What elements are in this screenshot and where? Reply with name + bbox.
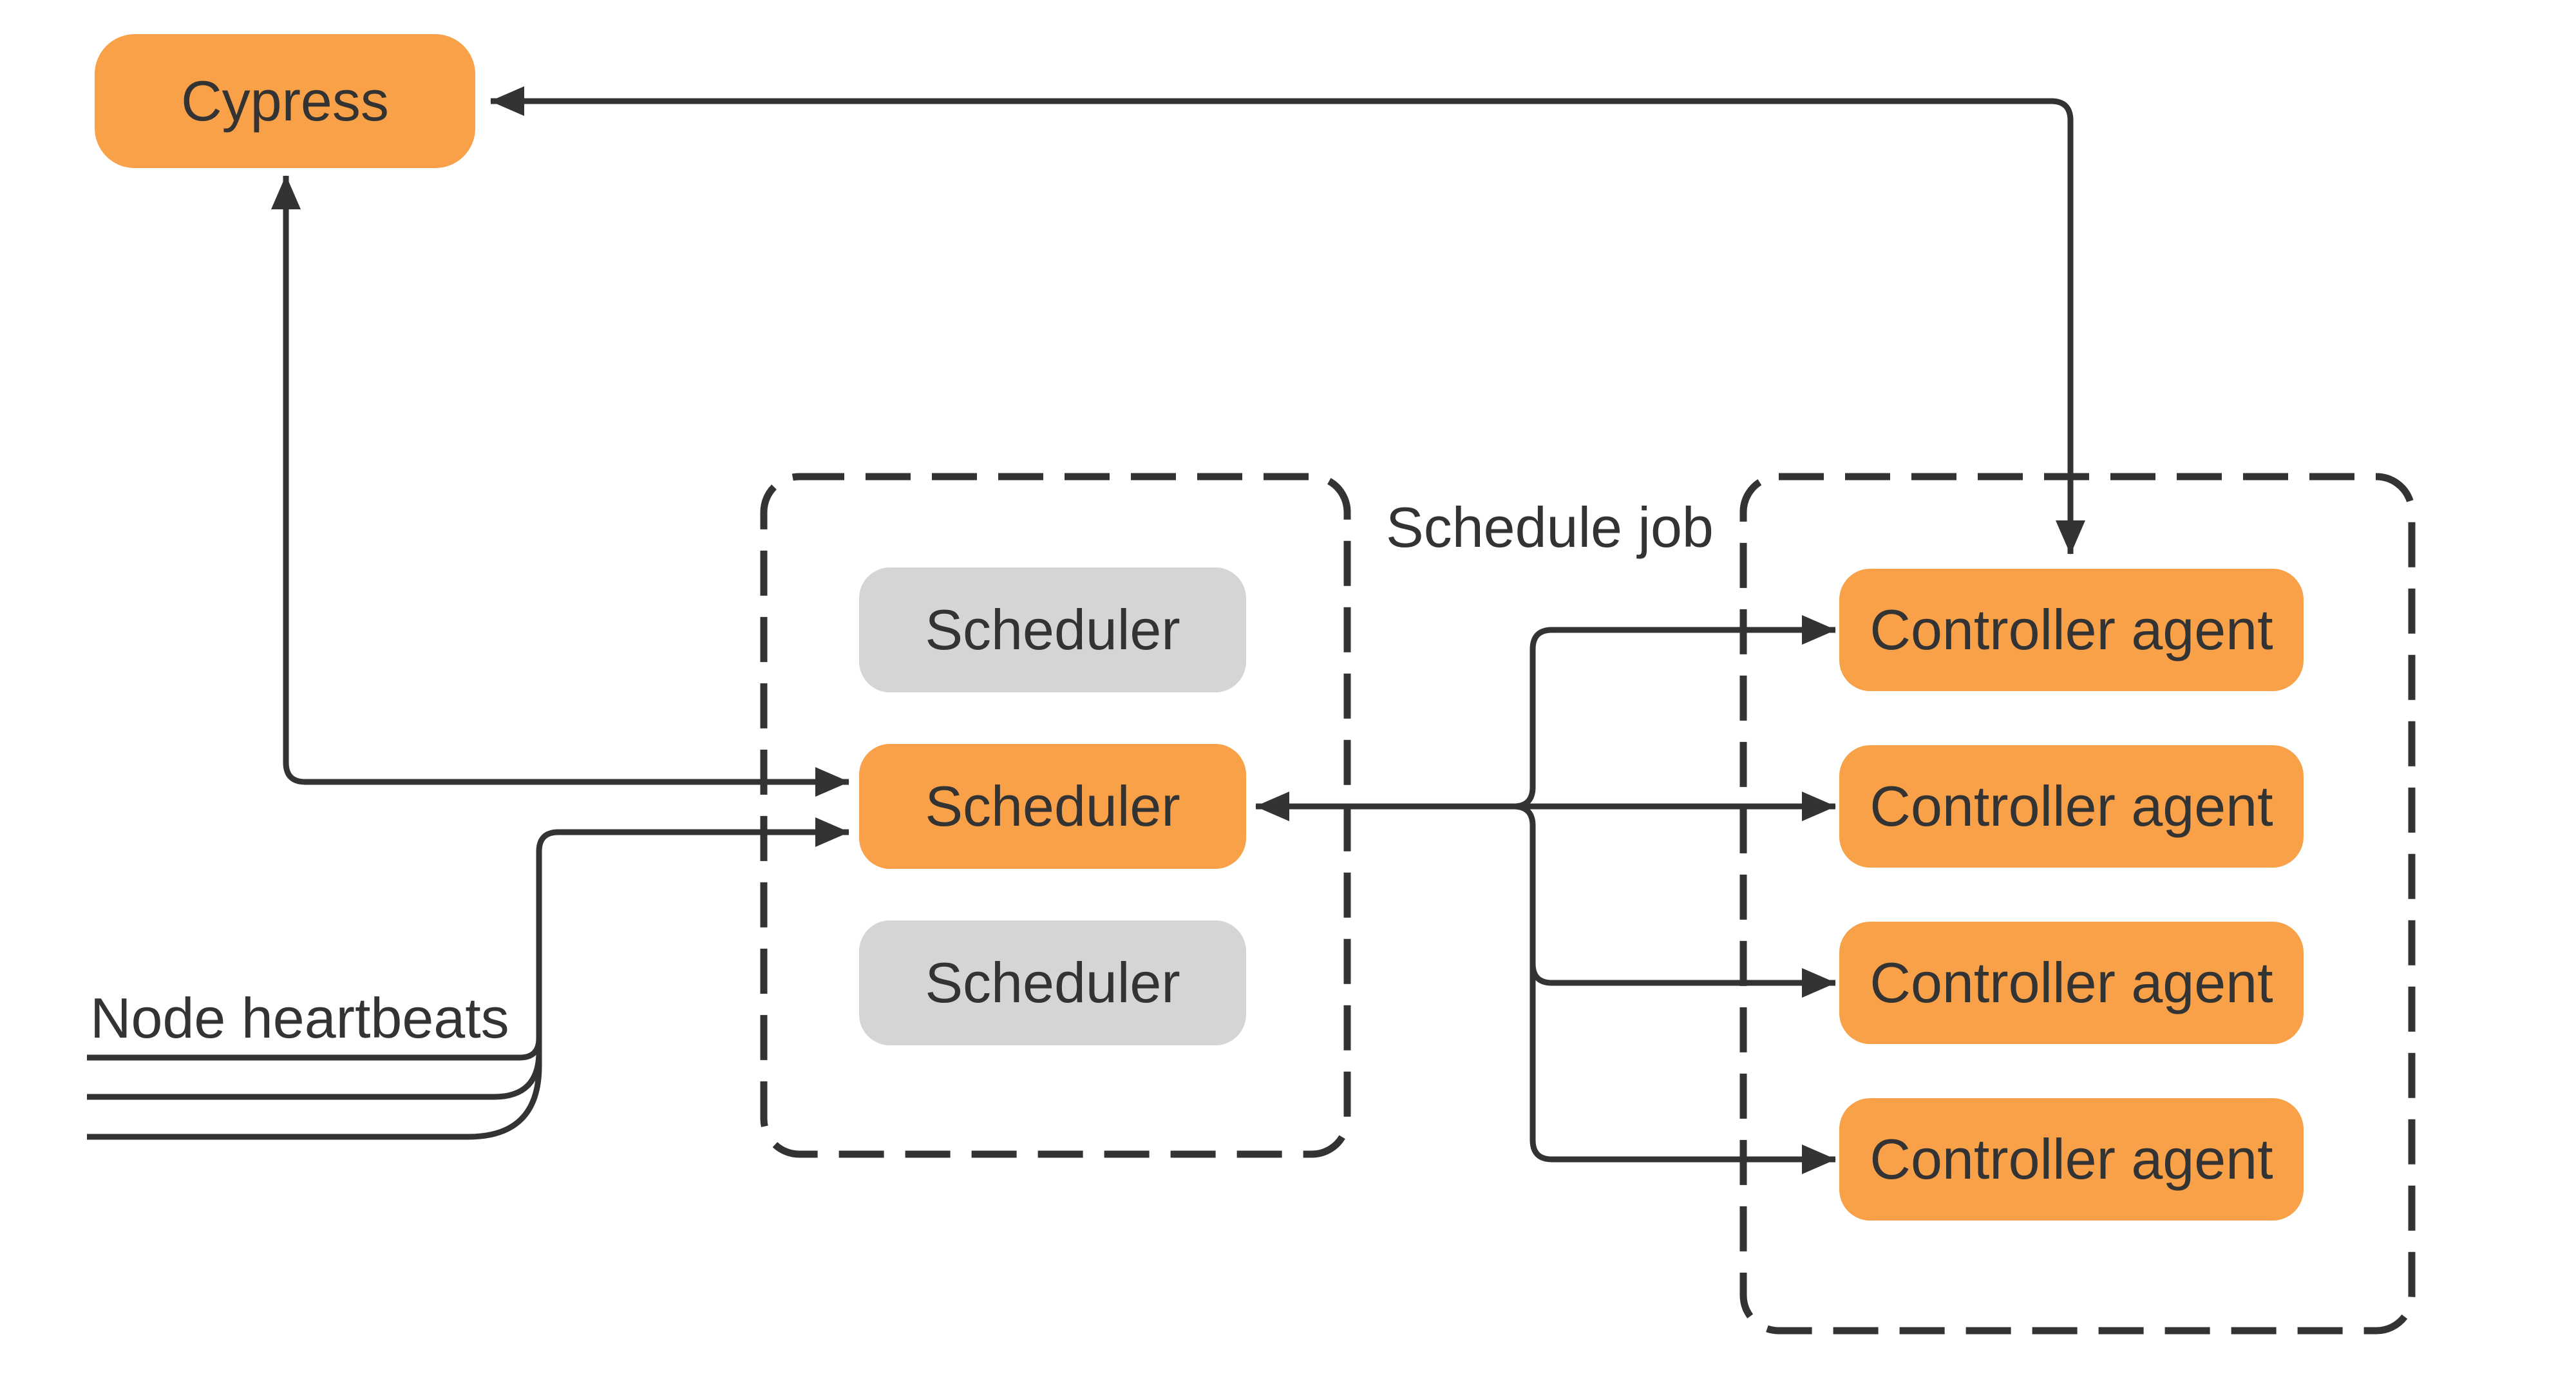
node-scheduler-2-label: Scheduler: [925, 774, 1180, 838]
node-controller-agent-1: Controller agent: [1839, 569, 2304, 691]
node-scheduler-3-label: Scheduler: [925, 951, 1180, 1014]
node-scheduler-1: Scheduler: [859, 567, 1246, 692]
edge-scheduler-to-controller-4: [1530, 837, 1836, 1174]
edge-scheduler-to-controller-1: [1513, 615, 1836, 810]
edge-scheduler-to-controller-3: [1513, 803, 1836, 998]
edge-controller-cluster-to-cypress: [490, 86, 2085, 555]
node-scheduler-1-label: Scheduler: [925, 598, 1180, 661]
node-controller-agent-1-label: Controller agent: [1870, 598, 2273, 661]
schedule-job-label: Schedule job: [1386, 495, 1714, 559]
node-controller-agent-2-label: Controller agent: [1870, 774, 2273, 838]
node-cypress-label: Cypress: [181, 69, 389, 133]
node-cypress: Cypress: [95, 34, 475, 168]
edge-heartbeat-to-cypress-and-scheduler: [271, 175, 849, 797]
node-controller-agent-2: Controller agent: [1839, 745, 2304, 868]
node-controller-agent-3: Controller agent: [1839, 922, 2304, 1044]
node-controller-agent-3-label: Controller agent: [1870, 951, 2273, 1014]
edge-node-heartbeat-3: [87, 1029, 542, 1140]
node-scheduler-2-leader: Scheduler: [859, 744, 1246, 869]
node-controller-agent-4: Controller agent: [1839, 1098, 2304, 1221]
node-controller-agent-4-label: Controller agent: [1870, 1127, 2273, 1191]
node-scheduler-3: Scheduler: [859, 920, 1246, 1045]
edge-node-heartbeat-1: [87, 817, 849, 1061]
node-heartbeats-label: Node heartbeats: [90, 986, 509, 1050]
